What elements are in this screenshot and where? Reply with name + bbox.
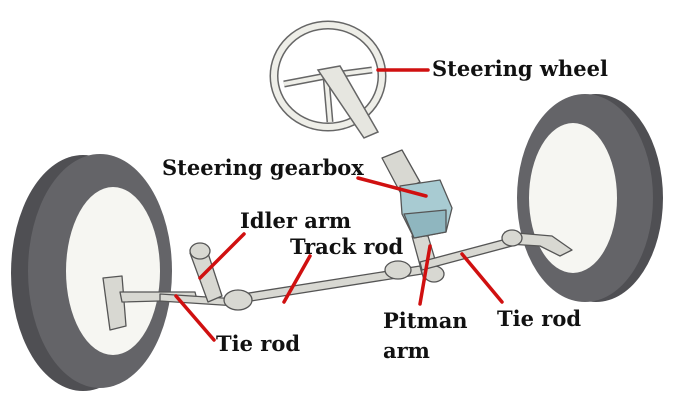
label-steering-wheel: Steering wheel	[432, 56, 608, 81]
idler-bracket	[189, 242, 211, 260]
label-pitman-arm-line2: arm	[383, 338, 430, 363]
leader-steering-gearbox	[356, 176, 428, 198]
right-joint	[501, 229, 523, 247]
label-pitman-arm-line1: Pitman	[383, 308, 468, 333]
leader-idler-arm	[198, 232, 246, 280]
left-knuckle	[102, 275, 127, 331]
right-wheel	[517, 94, 663, 302]
steering-column	[381, 149, 453, 239]
leader-track-rod	[282, 254, 312, 304]
leader-tie-rod-left	[174, 294, 216, 342]
label-steering-gearbox: Steering gearbox	[162, 155, 364, 180]
leader-tie-rod-right	[460, 252, 504, 304]
label-tie-rod-left: Tie rod	[216, 331, 301, 356]
center-joint	[384, 260, 412, 280]
leader-lines	[174, 68, 504, 342]
right-rim	[529, 123, 617, 273]
left-wheel	[11, 154, 172, 391]
leader-pitman-arm	[418, 244, 432, 306]
left-joint	[223, 289, 253, 311]
steering-wheel-shape	[269, 20, 387, 139]
left-rim	[66, 187, 160, 355]
gearbox-side	[403, 209, 447, 239]
label-tie-rod-right: Tie rod	[497, 306, 582, 331]
steering-shaft	[316, 65, 380, 139]
wheel-rim-inner	[271, 22, 385, 130]
column-lower	[381, 149, 421, 193]
label-track-rod: Track rod	[290, 234, 404, 259]
label-idler-arm: Idler arm	[240, 208, 352, 233]
